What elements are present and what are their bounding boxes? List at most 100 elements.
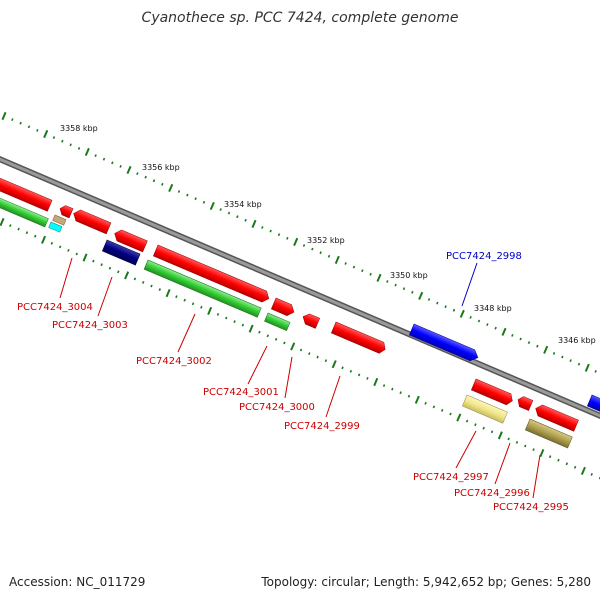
minor-tick <box>286 236 289 240</box>
gene-arrow-red <box>73 209 112 235</box>
tick-label: 3358 kbp <box>60 124 98 133</box>
minor-tick <box>308 352 311 356</box>
minor-tick <box>515 440 519 444</box>
gene-arrow-khaki <box>461 394 508 424</box>
minor-tick <box>133 277 137 281</box>
tick-label: 3354 kbp <box>224 200 262 209</box>
major-tick <box>376 273 382 282</box>
gene-arrow-red <box>517 396 534 411</box>
major-tick <box>331 360 337 369</box>
minor-tick <box>241 323 245 327</box>
gene-arrow-cyan <box>48 221 63 233</box>
minor-tick <box>58 245 62 249</box>
major-tick <box>43 129 49 139</box>
tick-label: 3346 kbp <box>558 336 596 345</box>
minor-tick <box>194 197 197 201</box>
minor-tick <box>341 366 344 370</box>
minor-tick <box>349 369 353 373</box>
minor-tick <box>536 344 539 348</box>
minor-tick <box>402 287 406 291</box>
minor-tick <box>269 229 272 233</box>
minor-tick <box>150 284 153 288</box>
minor-tick <box>436 301 439 305</box>
gene-arrow-blue <box>408 323 479 362</box>
minor-tick <box>594 369 597 373</box>
minor-tick <box>183 298 186 302</box>
gene-label: PCC7424_3000 <box>239 402 315 413</box>
major-tick <box>207 306 213 315</box>
major-tick <box>168 183 174 193</box>
gene-arrow-red <box>302 313 321 329</box>
gene-label: PCC7424_2995 <box>493 502 569 513</box>
minor-tick <box>216 312 220 316</box>
minor-tick <box>299 348 303 352</box>
minor-tick <box>477 319 481 323</box>
major-tick <box>584 363 590 372</box>
minor-tick <box>527 341 531 345</box>
minor-tick <box>352 265 356 269</box>
gene-label: PCC7424_3001 <box>203 387 279 398</box>
minor-tick <box>52 136 56 140</box>
major-tick <box>459 309 465 318</box>
minor-tick <box>394 283 397 287</box>
gene-arrow-red <box>114 229 148 253</box>
gene-arrow-red <box>270 297 295 316</box>
map-title: Cyanothece sp. PCC 7424, complete genome <box>141 10 459 26</box>
minor-tick <box>227 211 231 215</box>
gene-arrow-red <box>470 378 513 406</box>
minor-tick <box>532 448 535 452</box>
major-tick <box>293 237 299 246</box>
major-tick <box>126 165 132 175</box>
genome-summary-text: Topology: circular; Length: 5,942,652 bp… <box>261 575 591 589</box>
minor-tick <box>75 252 78 256</box>
gene-label: PCC7424_3003 <box>52 320 128 331</box>
minor-tick <box>327 254 331 258</box>
gene-arrow-red <box>152 244 270 303</box>
minor-tick <box>440 408 444 412</box>
minor-tick <box>158 288 162 292</box>
gene-label: PCC7424_2998 <box>446 251 522 262</box>
major-tick <box>456 413 462 422</box>
minor-tick <box>17 227 20 231</box>
minor-tick <box>100 263 103 267</box>
tick-label: 3352 kbp <box>307 236 345 245</box>
major-tick <box>209 201 215 211</box>
minor-tick <box>590 472 593 476</box>
minor-tick <box>552 351 556 355</box>
minor-tick <box>266 334 270 338</box>
minor-tick <box>474 423 477 427</box>
minor-tick <box>200 305 203 309</box>
minor-tick <box>177 190 181 193</box>
minor-tick <box>175 295 178 299</box>
major-tick <box>165 289 171 298</box>
minor-tick <box>161 182 164 186</box>
minor-tick <box>494 326 497 330</box>
minor-tick <box>444 305 447 309</box>
accession-text: Accession: NC_011729 <box>9 575 146 589</box>
minor-tick <box>258 330 261 334</box>
minor-tick <box>324 359 328 363</box>
minor-tick <box>9 224 12 228</box>
gene-arrow-navy <box>101 239 141 266</box>
minor-tick <box>117 270 120 274</box>
minor-tick <box>569 359 572 363</box>
major-tick <box>124 271 130 280</box>
minor-tick <box>277 233 281 237</box>
minor-tick <box>11 118 14 122</box>
gene-arrow-green <box>264 312 291 331</box>
minor-tick <box>411 290 414 294</box>
major-tick <box>418 291 424 300</box>
minor-tick <box>369 272 372 276</box>
minor-tick <box>424 401 427 405</box>
minor-tick <box>77 146 81 150</box>
minor-tick <box>399 391 402 395</box>
gene-arrow-blue <box>586 394 600 412</box>
gene-arrow-green <box>143 259 262 318</box>
gene-arrow-red <box>59 205 74 219</box>
minor-tick <box>486 323 489 327</box>
gene-arrow-tan <box>52 214 67 226</box>
tick-label: 3350 kbp <box>390 271 428 280</box>
tick-label: 3348 kbp <box>474 304 512 313</box>
minor-tick <box>344 262 347 265</box>
minor-tick <box>244 218 247 222</box>
